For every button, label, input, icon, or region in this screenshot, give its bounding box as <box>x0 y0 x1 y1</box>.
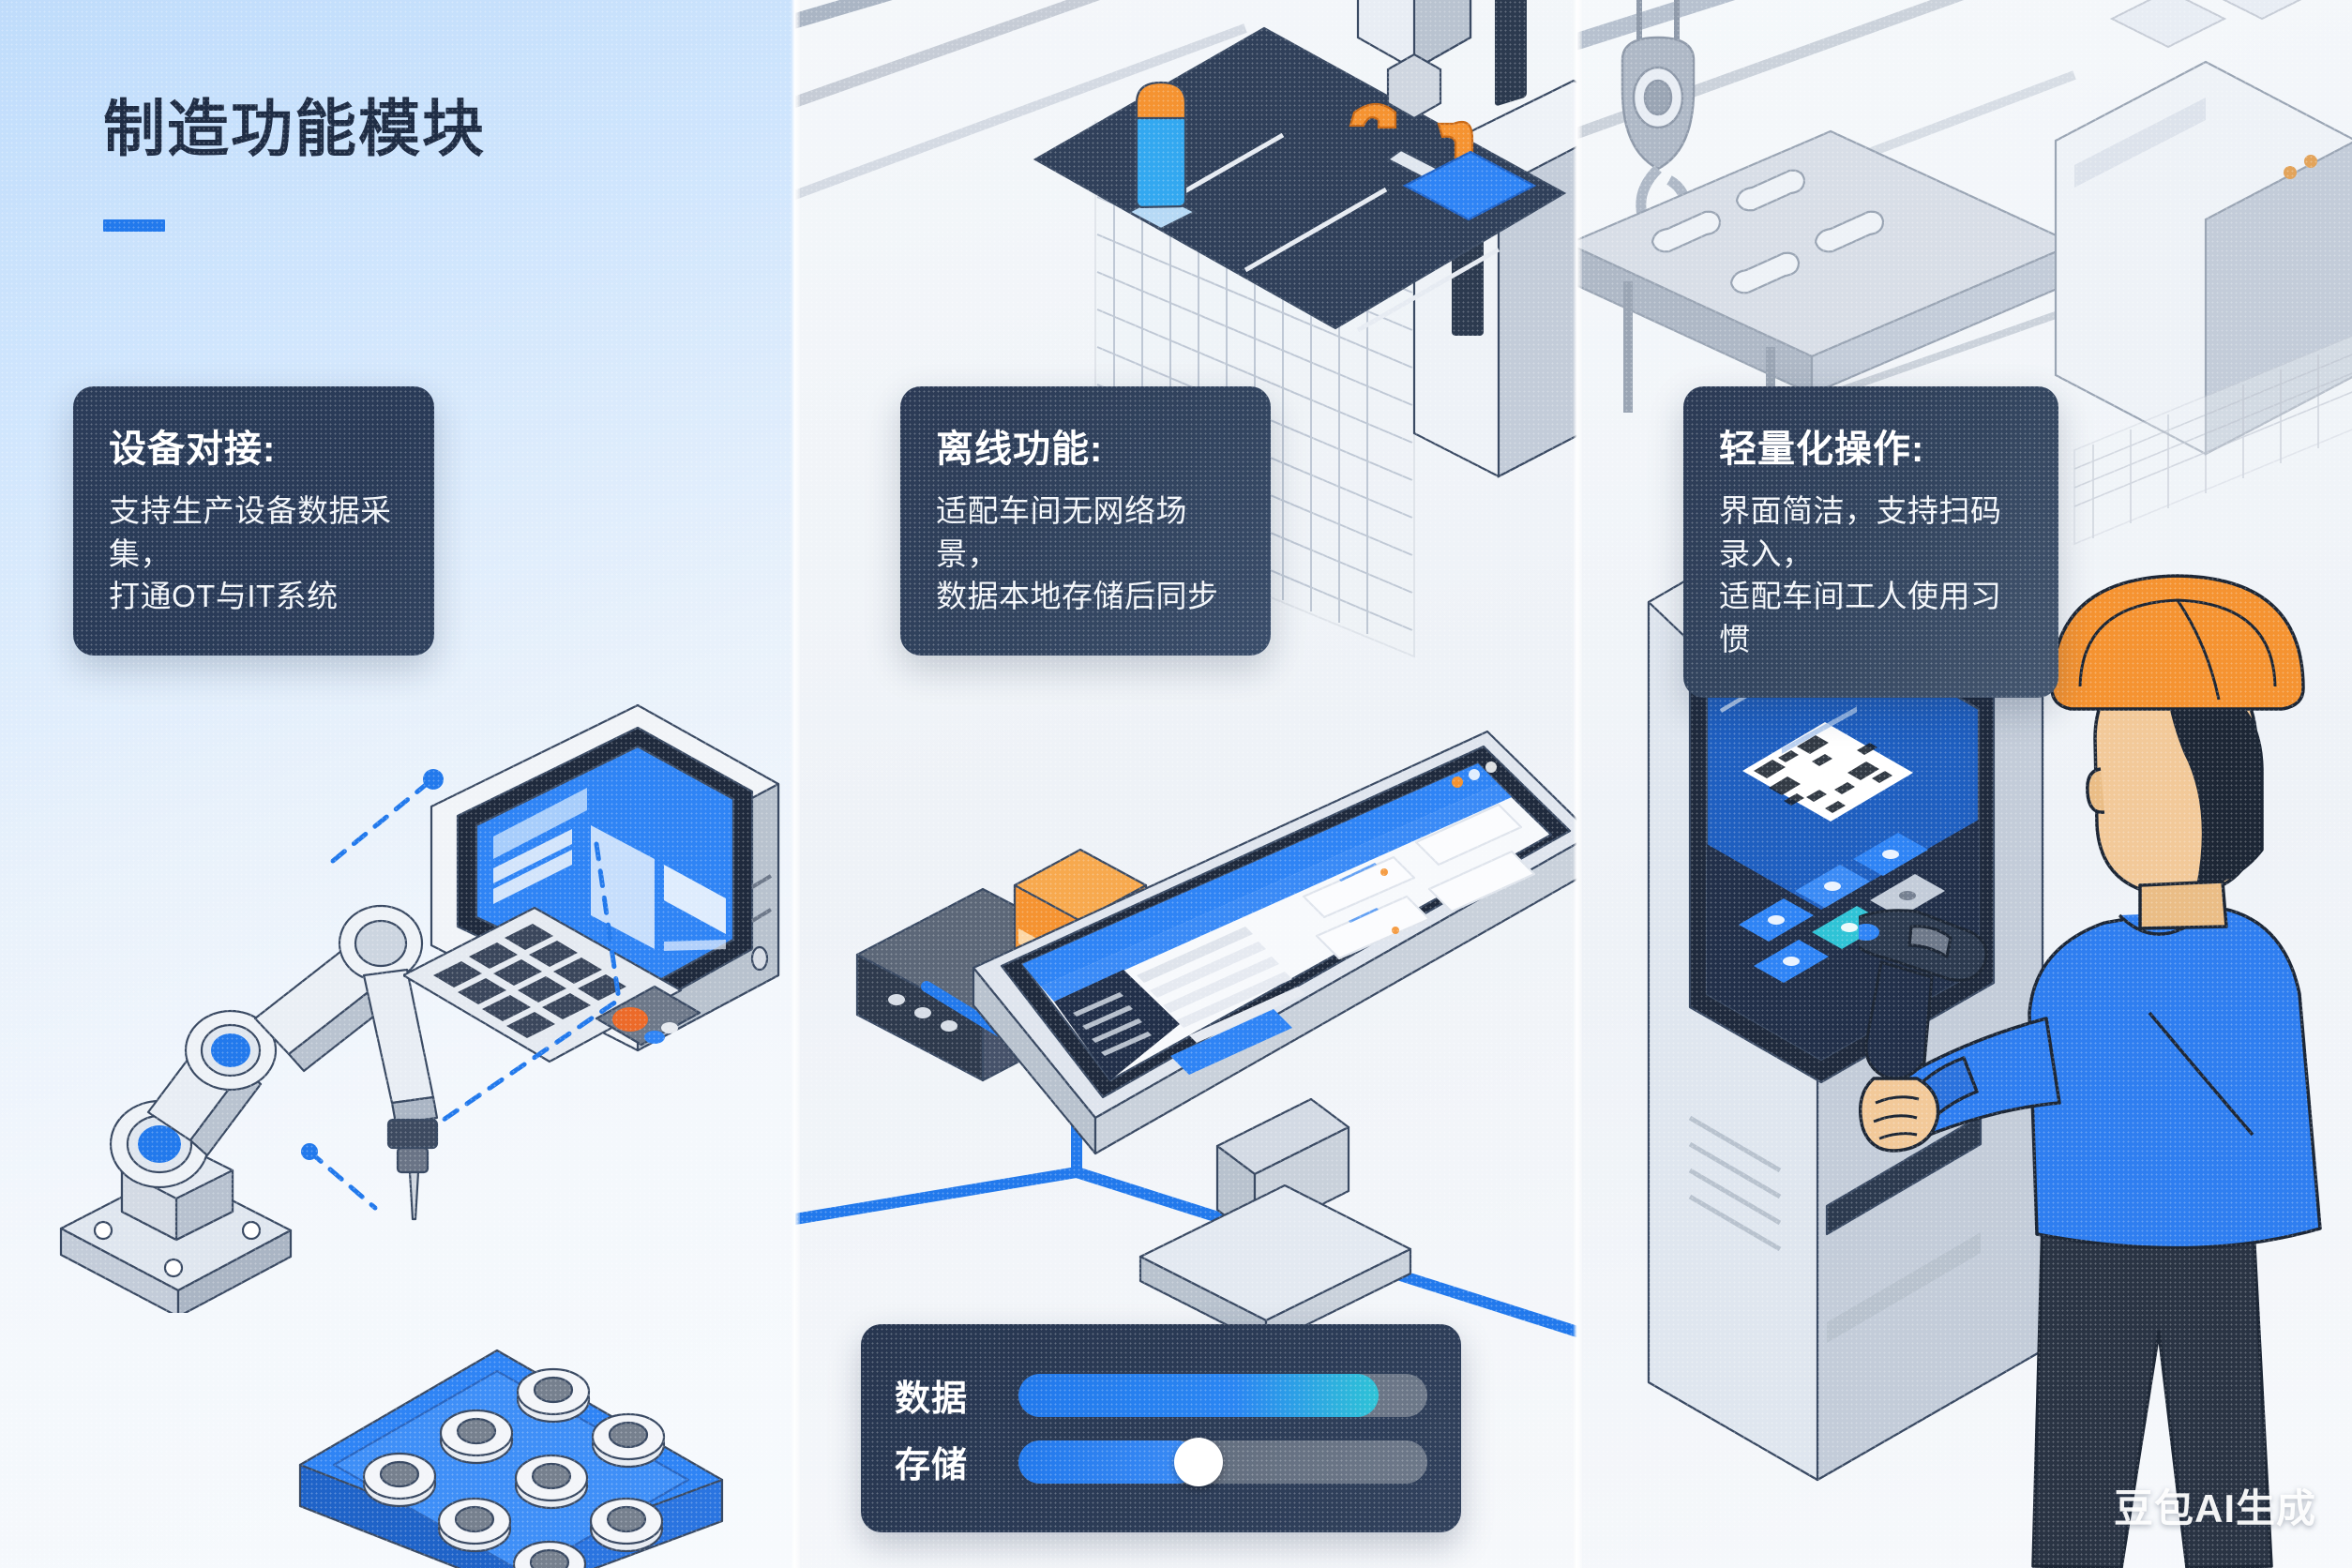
slider-track-storage[interactable] <box>1018 1437 1427 1486</box>
card-body-line-2: 数据本地存储后同步 <box>936 579 1219 614</box>
card-title: 离线功能: <box>936 429 1104 470</box>
card-title: 设备对接: <box>109 429 277 470</box>
info-card-device-integration[interactable]: 设备对接: 支持生产设备数据采集， 打通OT与IT系统 <box>73 386 434 656</box>
factory-background-3 <box>1577 0 2352 546</box>
panel-offline-capability: 离线功能: 适配车间无网络场景， 数据本地存储后同步 数据 存储 <box>795 0 1577 1568</box>
hmi-terminal-illustration <box>403 703 780 1063</box>
card-body-line-1: 适配车间无网络场景， <box>936 493 1187 571</box>
card-body-line-1: 界面简洁，支持扫码录入， <box>1719 493 2002 571</box>
panel-separator-1 <box>791 0 800 1568</box>
card-body-line-1: 支持生产设备数据采集， <box>109 493 392 571</box>
card-body-line-2: 打通OT与IT系统 <box>109 579 339 614</box>
info-card-offline-capability[interactable]: 离线功能: 适配车间无网络场景， 数据本地存储后同步 <box>900 386 1271 656</box>
page-title: 制造功能模块 <box>103 94 486 163</box>
slider-label-storage: 存储 <box>895 1446 969 1485</box>
title-accent-bar <box>103 219 165 232</box>
worker-with-scanner-illustration <box>1859 574 2322 1568</box>
panel-lightweight-operation: 轻量化操作: 界面简洁，支持扫码录入， 适配车间工人使用习惯 豆包AI生成 <box>1577 0 2352 1568</box>
card-title: 轻量化操作: <box>1719 429 1925 470</box>
slider-row-storage[interactable]: 存储 <box>895 1436 1427 1487</box>
slider-fill-data <box>1018 1373 1379 1417</box>
parts-tray-illustration <box>298 1349 724 1568</box>
watermark-label: 豆包AI生成 <box>2113 1486 2316 1530</box>
header: 制造功能模块 <box>103 94 486 232</box>
panel-device-integration: 制造功能模块 设备对接: 支持生产设备数据采集， 打通OT与IT系统 <box>0 0 795 1568</box>
slider-fill-storage <box>1018 1440 1199 1484</box>
status-slider-panel[interactable]: 数据 存储 <box>861 1324 1461 1532</box>
robot-arm-illustration <box>59 904 439 1313</box>
slider-label-data: 数据 <box>895 1380 969 1419</box>
card-body-line-2: 适配车间工人使用习惯 <box>1719 579 2002 656</box>
slider-row-data[interactable]: 数据 <box>895 1369 1427 1421</box>
panel-separator-2 <box>1573 0 1582 1568</box>
connection-lines <box>301 769 622 1211</box>
slider-knob-storage[interactable] <box>1173 1437 1223 1486</box>
info-card-lightweight-operation[interactable]: 轻量化操作: 界面简洁，支持扫码录入， 适配车间工人使用习惯 <box>1683 386 2058 699</box>
slider-track-data[interactable] <box>1018 1373 1427 1417</box>
workshop-monitor-illustration <box>972 730 1577 1347</box>
